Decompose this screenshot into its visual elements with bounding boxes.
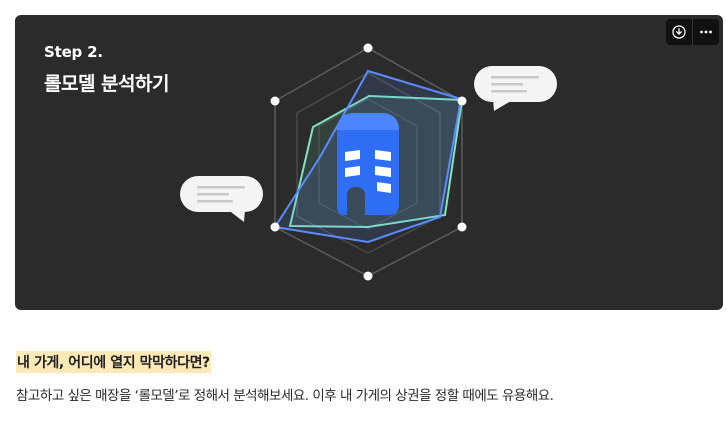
speech-bubble-icon: [474, 66, 557, 111]
download-button[interactable]: [666, 19, 692, 45]
image-actions: [666, 19, 719, 45]
more-button[interactable]: [692, 19, 719, 45]
hero-title: 롤모델 분석하기: [44, 73, 169, 95]
section-headline: 내 가게, 어디에 열지 막막하다면?: [16, 351, 211, 373]
more-horizontal-icon: [700, 30, 712, 34]
building-icon: [337, 113, 399, 215]
speech-bubble-icon: [180, 176, 263, 222]
hero-illustration: [180, 43, 557, 281]
step-label: Step 2.: [44, 43, 103, 61]
section-description: 참고하고 싶은 매장을 ‘롤모델’로 정해서 분석해보세요. 이후 내 가게의 …: [16, 388, 554, 404]
hero-banner: Step 2. 롤모델 분석하기: [15, 15, 723, 310]
download-circle-icon: [672, 25, 686, 39]
radar-vertices: [270, 43, 467, 281]
